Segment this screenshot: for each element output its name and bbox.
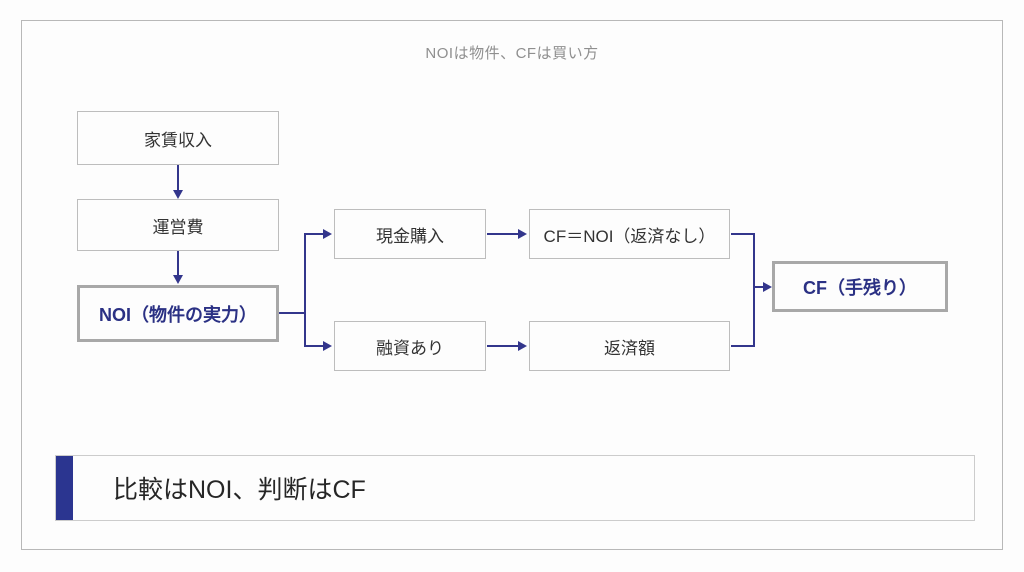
flow-box-with-loan: 融資あり xyxy=(334,321,486,371)
connector-merge-to-cf xyxy=(753,286,767,288)
connector-cash-to-cfnoi xyxy=(487,233,519,235)
page-title: NOIは物件、CFは買い方 xyxy=(425,45,599,62)
connector-merge-riser xyxy=(753,233,755,347)
connector-rent-to-opex xyxy=(177,165,179,191)
summary-banner: 比較はNOI、判断はCF xyxy=(55,455,975,521)
flow-box-cf-equals-noi: CF＝NOI（返済なし） xyxy=(529,209,730,259)
flow-box-cash-purchase: 現金購入 xyxy=(334,209,486,259)
connector-noi-split-riser xyxy=(304,233,306,346)
arrowhead-noi-to-loan xyxy=(323,341,332,351)
arrowhead-rent-to-opex xyxy=(173,190,183,199)
connector-loan-to-repay xyxy=(487,345,519,347)
flow-box-operating-cost: 運営費 xyxy=(77,199,279,251)
connector-cfnoi-merge xyxy=(731,233,755,235)
flow-box-cf-net-cash: CF（手残り） xyxy=(772,261,948,312)
connector-noi-to-cash xyxy=(304,233,324,235)
arrowhead-loan-to-repay xyxy=(518,341,527,351)
arrowhead-merge-to-cf xyxy=(763,282,772,292)
connector-repay-merge xyxy=(731,345,755,347)
flow-box-rent-income: 家賃収入 xyxy=(77,111,279,165)
connector-opex-to-noi xyxy=(177,251,179,276)
banner-accent-bar xyxy=(56,456,73,520)
flow-box-noi: NOI（物件の実力） xyxy=(77,285,279,342)
banner-text: 比較はNOI、判断はCF xyxy=(113,476,366,504)
arrowhead-opex-to-noi xyxy=(173,275,183,284)
connector-noi-stem xyxy=(279,312,306,314)
connector-noi-to-loan xyxy=(304,345,324,347)
flow-box-repayment-amount: 返済額 xyxy=(529,321,730,371)
arrowhead-noi-to-cash xyxy=(323,229,332,239)
arrowhead-cash-to-cfnoi xyxy=(518,229,527,239)
